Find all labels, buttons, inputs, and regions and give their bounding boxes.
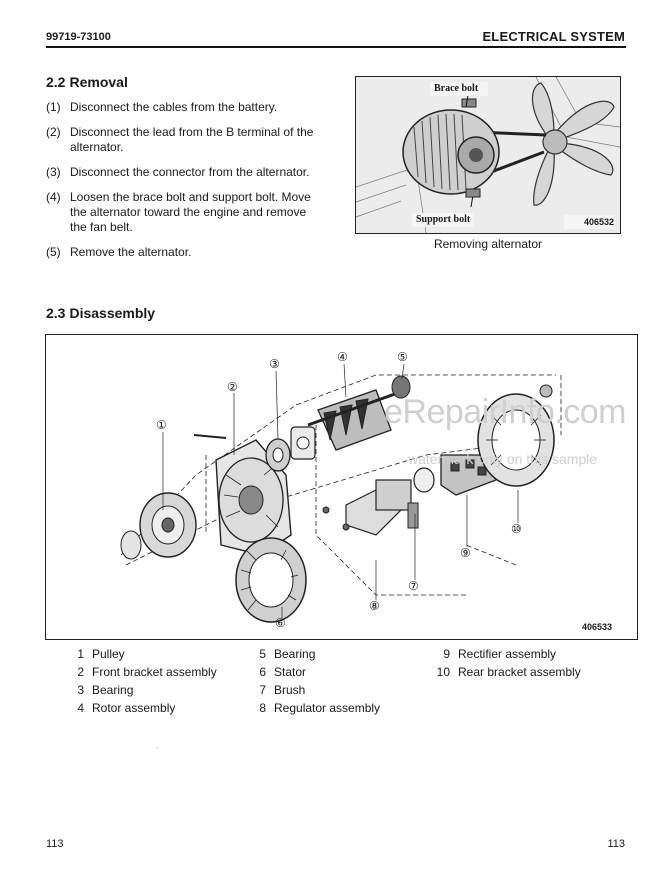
legend-item: 3 Bearing — [66, 681, 217, 699]
removal-step: (4) Loosen the brace bolt and support bo… — [46, 190, 321, 235]
legend-item: 9 Rectifier assembly — [432, 645, 581, 663]
callout-9: ⑨ — [460, 546, 471, 560]
legend-name: Rear bracket assembly — [458, 665, 581, 679]
rotor-shape — [307, 375, 411, 451]
parts-legend-col-2: 5 Bearing 6 Stator 7 Brush 8 Regulator assem… — [248, 645, 380, 717]
stray-mark: - — [156, 743, 159, 752]
watermark-note: watermark only on this sample — [408, 451, 598, 467]
section-title: ELECTRICAL SYSTEM — [482, 29, 625, 44]
regulator-shape — [322, 479, 419, 536]
parts-legend-col-1: 1 Pulley 2 Front bracket assembly 3 Bearing… — [66, 645, 217, 717]
diagram-figure-number: 406533 — [581, 622, 612, 632]
step-text: Disconnect the lead from the B terminal … — [70, 125, 314, 154]
legend-number: 5 — [259, 647, 266, 661]
watermark-site: eRepairInfo.com — [384, 393, 626, 431]
step-text: Remove the alternator. — [70, 245, 192, 259]
callout-4: ④ — [337, 350, 348, 364]
legend-number: 4 — [77, 701, 84, 715]
legend-number: 9 — [443, 647, 450, 661]
legend-name: Front bracket assembly — [92, 665, 217, 679]
disassembly-heading-number: 2.3 — [46, 305, 66, 321]
alternator-engine-illustration — [356, 77, 620, 233]
legend-number: 3 — [77, 683, 84, 697]
photo-caption: Removing alternator — [433, 237, 543, 251]
rectifier-shape — [413, 454, 497, 496]
legend-name: Pulley — [92, 647, 125, 661]
photo-figure-number: 406532 — [583, 217, 614, 227]
legend-item: 2 Front bracket assembly — [66, 663, 217, 681]
stator-shape — [235, 537, 307, 623]
page-number-right: 113 — [607, 838, 625, 850]
step-number: (1) — [46, 100, 61, 114]
legend-item: 5 Bearing — [248, 645, 380, 663]
legend-item: 10 Rear bracket assembly — [432, 663, 581, 681]
callout-8: ⑧ — [369, 599, 380, 613]
removal-heading-number: 2.2 — [46, 74, 66, 90]
callout-10: ⑩ — [511, 522, 522, 536]
legend-number: 2 — [77, 665, 84, 679]
page-number-left: 113 — [46, 838, 64, 850]
legend-number: 6 — [259, 665, 266, 679]
callout-1: ① — [156, 418, 167, 432]
callout-2: ② — [227, 380, 238, 394]
legend-item: 6 Stator — [248, 663, 380, 681]
pulley-shape — [120, 492, 197, 560]
header-rule — [46, 46, 626, 48]
callout-5: ⑤ — [397, 350, 408, 364]
legend-name: Rectifier assembly — [458, 647, 557, 661]
step-text: Disconnect the cables from the battery. — [70, 100, 278, 114]
legend-name: Stator — [274, 665, 307, 679]
legend-item: 1 Pulley — [66, 645, 217, 663]
support-bolt-label: Support bolt — [416, 214, 471, 225]
removal-step: (5) Remove the alternator. — [46, 245, 321, 260]
step-number: (2) — [46, 125, 61, 139]
callout-7: ⑦ — [408, 579, 419, 593]
rear-bracket-shape — [477, 384, 555, 487]
legend-name: Regulator assembly — [274, 701, 381, 715]
legend-name: Rotor assembly — [92, 701, 176, 715]
exploded-view-diagram: ① ② ③ ④ ⑤ ⑥ ⑦ ⑧ ⑨ ⑩ eRepairInfo.com wate… — [45, 334, 638, 640]
step-number: (4) — [46, 190, 61, 204]
legend-number: 7 — [259, 683, 266, 697]
step-number: (5) — [46, 245, 61, 259]
removal-step: (1) Disconnect the cables from the batte… — [46, 100, 321, 115]
legend-number: 1 — [77, 647, 84, 661]
alternator-exploded-view — [120, 363, 562, 623]
callout-6: ⑥ — [275, 616, 286, 630]
legend-item: 8 Regulator assembly — [248, 699, 380, 717]
brace-bolt-label: Brace bolt — [434, 83, 479, 94]
step-text: Loosen the brace bolt and support bolt. … — [70, 190, 311, 234]
removal-step: (3) Disconnect the connector from the al… — [46, 165, 321, 180]
front-bearing-shape — [265, 438, 291, 472]
legend-name: Brush — [274, 683, 306, 697]
removal-steps: (1) Disconnect the cables from the batte… — [46, 100, 321, 270]
removal-step: (2) Disconnect the lead from the B termi… — [46, 125, 321, 155]
legend-name: Bearing — [92, 683, 134, 697]
step-text: Disconnect the connector from the altern… — [70, 165, 310, 179]
callout-3: ③ — [269, 357, 280, 371]
legend-number: 10 — [436, 665, 450, 679]
removal-heading-text: Removal — [69, 74, 128, 90]
disassembly-heading-text: Disassembly — [69, 305, 156, 321]
removing-alternator-photo: Brace bolt Support bolt 406532 — [355, 76, 621, 234]
parts-legend-col-3: 9 Rectifier assembly 10 Rear bracket assem… — [432, 645, 581, 681]
legend-item: 4 Rotor assembly — [66, 699, 217, 717]
legend-number: 8 — [259, 701, 266, 715]
retainer-plate-shape — [290, 426, 316, 460]
legend-name: Bearing — [274, 647, 316, 661]
document-number: 99719-73100 — [46, 31, 111, 43]
legend-item: 7 Brush — [248, 681, 380, 699]
step-number: (3) — [46, 165, 61, 179]
